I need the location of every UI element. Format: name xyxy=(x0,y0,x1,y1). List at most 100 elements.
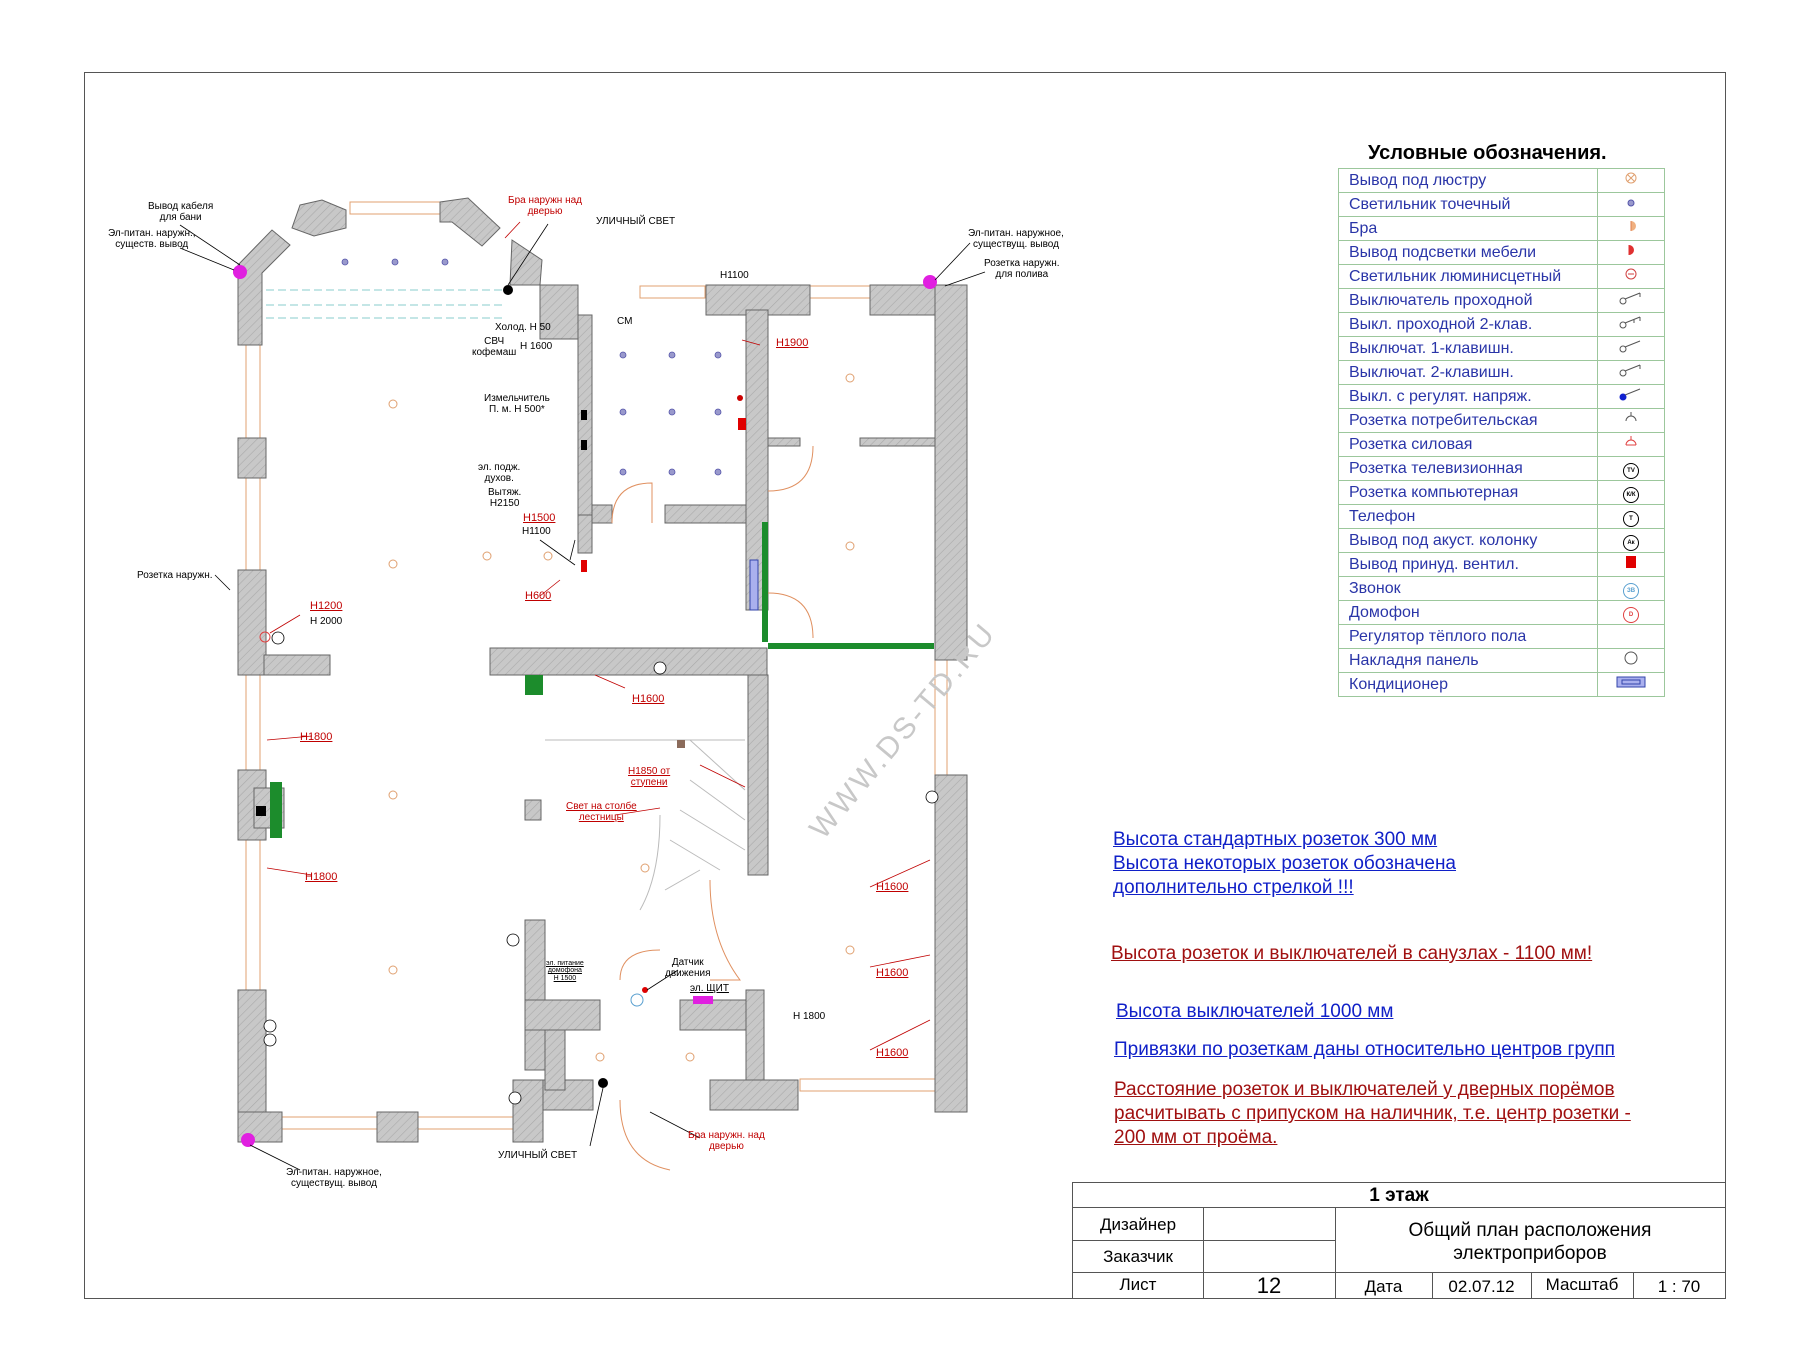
label-grinder: Измельчитель П. м. Н 500* xyxy=(484,393,550,415)
legend-title: Условные обозначения. xyxy=(1368,142,1607,164)
legend-label: Вывод под акуст. колонку xyxy=(1338,528,1598,553)
note-switch-height: Высота выключателей 1000 мм xyxy=(1116,1001,1394,1022)
switch-2key-icon xyxy=(1618,363,1644,382)
label-h1800-b: Н1800 xyxy=(305,871,338,883)
legend-row: Выключат. 1-клавишн. xyxy=(1338,336,1665,361)
legend-label: Розетка потребительская xyxy=(1338,408,1598,433)
doorbell-icon xyxy=(630,993,644,1007)
legend-label: Вывод подсветки мебели xyxy=(1338,240,1598,265)
label-hood: Вытяж. Н2150 xyxy=(488,487,522,509)
wall-lamp-icon xyxy=(1626,219,1636,238)
ventilation-outlets xyxy=(581,395,746,572)
label-h1600-e1: Н1600 xyxy=(876,881,909,893)
phone-socket-icon: T xyxy=(1623,510,1639,527)
legend-row: Вывод под люстру xyxy=(1338,168,1665,193)
label-h2000: Н 2000 xyxy=(310,616,343,627)
legend-label: Кондиционер xyxy=(1338,672,1598,697)
legend-label: Розетка компьютерная xyxy=(1338,480,1598,505)
legend-label: Вывод под люстру xyxy=(1338,168,1598,193)
legend-label: Розетка силовая xyxy=(1338,432,1598,457)
legend-row: Светильник точечный xyxy=(1338,192,1665,217)
legend-row: Выкл. проходной 2-клав. xyxy=(1338,312,1665,337)
speaker-outlet-icon: Ак xyxy=(1623,534,1639,551)
legend-row: Домофон D xyxy=(1338,600,1665,625)
label-microwave: СВЧ кофемаш xyxy=(472,336,517,358)
date-value: 02.07.12 xyxy=(1448,1277,1515,1296)
label-cable-bath: Вывод кабеля для бани xyxy=(148,201,214,223)
note-socket-height: Высота стандартных розеток 300 мм Высота… xyxy=(1113,829,1457,898)
leader-lines xyxy=(179,223,986,1171)
pass-switch-2key-icon xyxy=(1618,315,1644,334)
power-outputs xyxy=(233,265,937,1147)
note-door-clearance: Расстояние розеток и выключателей у двер… xyxy=(1114,1079,1631,1148)
label-socket-watering: Розетка наружн. для полива xyxy=(984,258,1060,280)
note-bathroom-height: Высота розеток и выключателей в санузлах… xyxy=(1111,943,1593,964)
legend-row: Телефон T xyxy=(1338,504,1665,529)
furniture-light-icon xyxy=(1625,243,1637,262)
label-h1500: Н1500 xyxy=(523,512,556,524)
legend-label: Светильник точечный xyxy=(1338,192,1598,217)
legend-label: Вывод принуд. вентил. xyxy=(1338,552,1598,577)
pass-switch-icon xyxy=(1618,291,1644,310)
doorbell-icon: ЗВ xyxy=(1623,582,1639,599)
label-h1600-e2: Н1600 xyxy=(876,967,909,979)
label-intercom-power: эл. питание домофона Н 1500 xyxy=(546,960,584,982)
fluorescent-lamp-icon xyxy=(1624,267,1638,286)
label-bra-out-bottom: Бра наружн. над дверью xyxy=(688,1130,765,1152)
label-h1800-e: Н 1800 xyxy=(793,1011,826,1022)
power-socket-icon xyxy=(1623,435,1639,454)
label-socket-out-w: Розетка наружн. xyxy=(137,570,213,581)
legend-label: Выключат. 1-клавишн. xyxy=(1338,336,1598,361)
switch-1key-icon xyxy=(1618,339,1644,358)
outlet-box xyxy=(256,806,266,816)
spotlight-icon xyxy=(1626,195,1636,213)
designer-label: Дизайнер xyxy=(1099,1215,1177,1234)
note-socket-reference: Привязки по розеткам даны относительно ц… xyxy=(1114,1039,1615,1060)
street-lights xyxy=(503,285,648,1088)
legend-label: Регулятор тёплого пола xyxy=(1338,624,1598,649)
legend-row: Накладня панель xyxy=(1338,648,1665,673)
spotlights xyxy=(341,258,722,476)
label-power-out-nw: Эл-питан. наружн., существ. вывод xyxy=(108,228,196,250)
ventilation-outlet-icon xyxy=(1625,555,1637,574)
air-conditioner xyxy=(749,559,759,611)
date-label: Дата xyxy=(1364,1277,1403,1296)
label-h1100-mid: Н1100 xyxy=(522,526,551,537)
intercom-icon: D xyxy=(1623,606,1639,623)
legend-label: Телефон xyxy=(1338,504,1598,529)
label-stair-light: Свет на столбе лестницы xyxy=(566,801,637,823)
legend-row: Розетка потребительская xyxy=(1338,408,1665,433)
overlay-panel-icon xyxy=(1623,650,1639,671)
label-cm: СМ xyxy=(617,316,633,327)
label-h1850: Н1850 от ступени xyxy=(628,766,671,788)
green-partitions xyxy=(270,522,934,838)
label-h1900: Н1900 xyxy=(776,337,809,349)
air-conditioner-icon xyxy=(1616,675,1646,694)
legend-row: Розетка силовая xyxy=(1338,432,1665,457)
label-street-light-top: УЛИЧНЫЙ СВЕТ xyxy=(596,216,676,227)
legend-label: Домофон xyxy=(1338,600,1598,625)
label-power-out-ne: Эл-питан. наружное, существущ. вывод xyxy=(968,228,1064,250)
scale-value: 1 : 70 xyxy=(1657,1277,1701,1296)
doors xyxy=(611,445,814,1171)
legend-label: Светильник люминисцетный xyxy=(1338,264,1598,289)
legend-row: Кондиционер xyxy=(1338,672,1665,697)
red-socket xyxy=(259,631,271,643)
outlet-box xyxy=(581,440,587,450)
legend-label: Выкл. проходной 2-клав. xyxy=(1338,312,1598,337)
windows xyxy=(245,201,948,1130)
label-h1600-hall: Н1600 xyxy=(632,693,665,705)
label-el-panel: эл. ЩИТ xyxy=(690,983,729,994)
sheet-label: Лист xyxy=(1119,1275,1157,1294)
label-street-light-bottom: УЛИЧНЫЙ СВЕТ xyxy=(498,1150,578,1161)
drawing-title: Общий план расположения электроприборов xyxy=(1408,1220,1652,1264)
label-motion-sensor: Датчик движения xyxy=(665,957,711,979)
legend-label: Выключат. 2-клавишн. xyxy=(1338,360,1598,385)
drawing-frame xyxy=(84,72,1726,1299)
label-h1200: Н1200 xyxy=(310,600,343,612)
label-h1600-kitchen: Н 1600 xyxy=(520,341,553,352)
